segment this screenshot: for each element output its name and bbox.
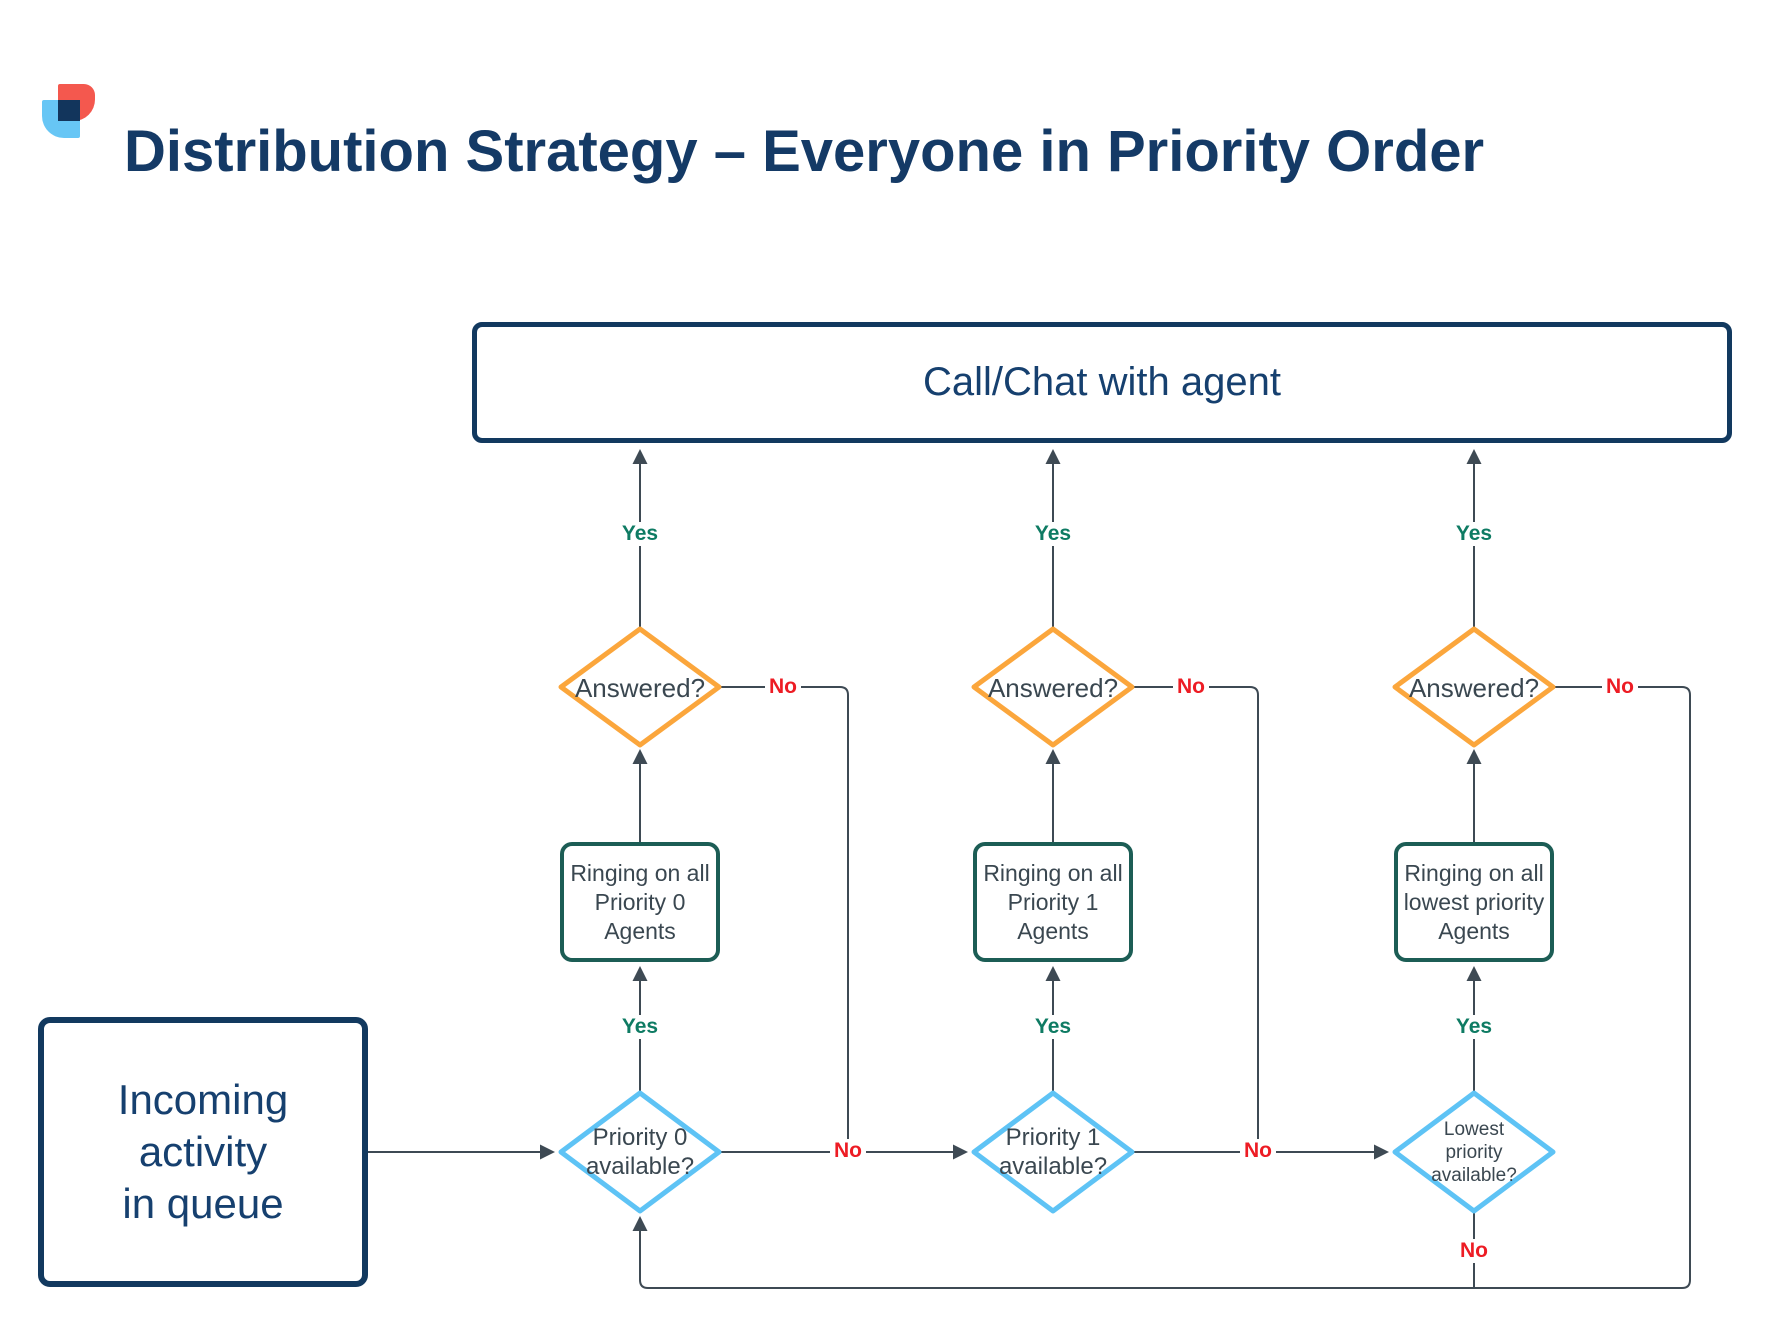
ringing2-line1: Ringing on all: [983, 859, 1123, 886]
lowest-available-line2: priority: [1445, 1142, 1503, 1163]
priority1-available-line1: Priority 1: [1005, 1124, 1101, 1151]
incoming-activity-node: Incoming activity in queue: [38, 1017, 368, 1287]
yes-label-answered1: Yes: [617, 522, 663, 546]
answered2-label: Answered?: [987, 673, 1119, 703]
priority0-available-line2: available?: [585, 1153, 695, 1180]
incoming-line1: Incoming: [117, 1076, 289, 1123]
ringing2-line3: Agents: [1017, 917, 1089, 944]
incoming-line3: in queue: [122, 1180, 284, 1227]
ringing3-line2: lowest priority: [1403, 888, 1545, 915]
incoming-line2: activity: [138, 1128, 268, 1175]
yes-label-answered3: Yes: [1451, 522, 1497, 546]
answered3-label: Answered?: [1408, 673, 1540, 703]
call-chat-node: Call/Chat with agent: [472, 322, 1732, 443]
page-title: Distribution Strategy – Everyone in Prio…: [124, 119, 1485, 184]
ringing3-line1: Ringing on all: [1404, 859, 1544, 886]
priority0-available-label: Priority 0 available?: [555, 1123, 725, 1181]
connector-answered2-no-drop: [1132, 686, 1259, 1152]
logo-navy-square: [58, 100, 80, 121]
lowest-available-line1: Lowest: [1443, 1119, 1505, 1140]
no-label-answered1: No: [765, 675, 801, 699]
no-label-answered2: No: [1173, 675, 1209, 699]
ringing-lowest-node: Ringing on all lowest priority Agents: [1394, 842, 1554, 962]
lowest-available-diamond: [1392, 1090, 1556, 1214]
no-label-answered3: No: [1602, 675, 1638, 699]
answered2-diamond: [971, 626, 1135, 748]
lowest-available-label: Lowest priority available?: [1389, 1118, 1559, 1187]
call-chat-label: Call/Chat with agent: [923, 360, 1281, 404]
priority1-available-line2: available?: [998, 1153, 1108, 1180]
yes-label-priority0: Yes: [617, 1015, 663, 1039]
answered3-diamond: [1392, 626, 1556, 748]
answered1-diamond: [558, 626, 722, 748]
yes-label-priority1: Yes: [1030, 1015, 1076, 1039]
ringing1-line1: Ringing on all: [570, 859, 710, 886]
lowest-available-line3: available?: [1431, 1165, 1517, 1186]
priority1-available-diamond: [971, 1090, 1135, 1214]
ringing1-line2: Priority 0: [594, 888, 686, 915]
answered1-label: Answered?: [574, 673, 706, 703]
connector-answered3-no-loopback: [632, 686, 1691, 1289]
priority0-available-line1: Priority 0: [592, 1124, 688, 1151]
connector-answered1-no-drop: [719, 686, 849, 1152]
yes-label-lowest: Yes: [1451, 1015, 1497, 1039]
yes-label-answered2: Yes: [1030, 522, 1076, 546]
ringing-priority1-node: Ringing on all Priority 1 Agents: [973, 842, 1133, 962]
ringing3-line3: Agents: [1438, 917, 1510, 944]
ringing2-line2: Priority 1: [1007, 888, 1099, 915]
no-label-priority1: No: [1240, 1139, 1276, 1163]
ringing-priority0-node: Ringing on all Priority 0 Agents: [560, 842, 720, 962]
no-label-lowest: No: [1456, 1239, 1492, 1263]
no-label-priority0: No: [830, 1139, 866, 1163]
ringing1-line3: Agents: [604, 917, 676, 944]
priority1-available-label: Priority 1 available?: [968, 1123, 1138, 1181]
priority0-available-diamond: [558, 1090, 722, 1214]
